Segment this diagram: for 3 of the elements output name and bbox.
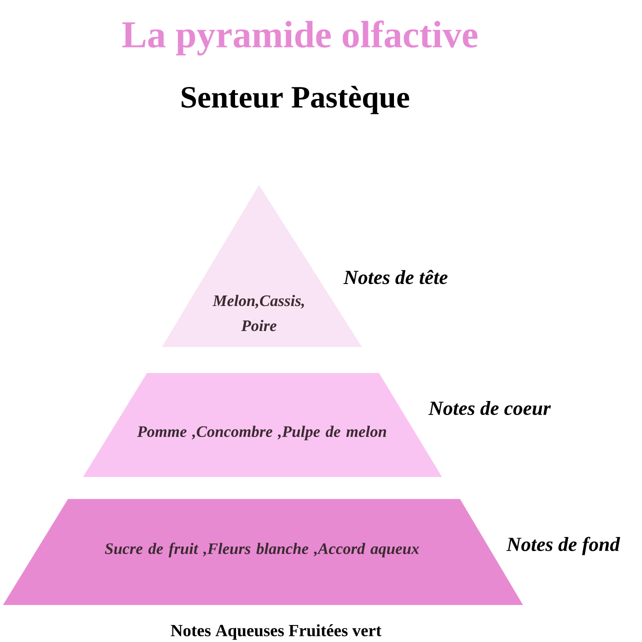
subtitle: Senteur Pastèque bbox=[182, 86, 410, 114]
title: La pyramide olfactive bbox=[122, 20, 478, 56]
caption: Notes Aqueuses Fruitées vert bbox=[170, 624, 382, 640]
